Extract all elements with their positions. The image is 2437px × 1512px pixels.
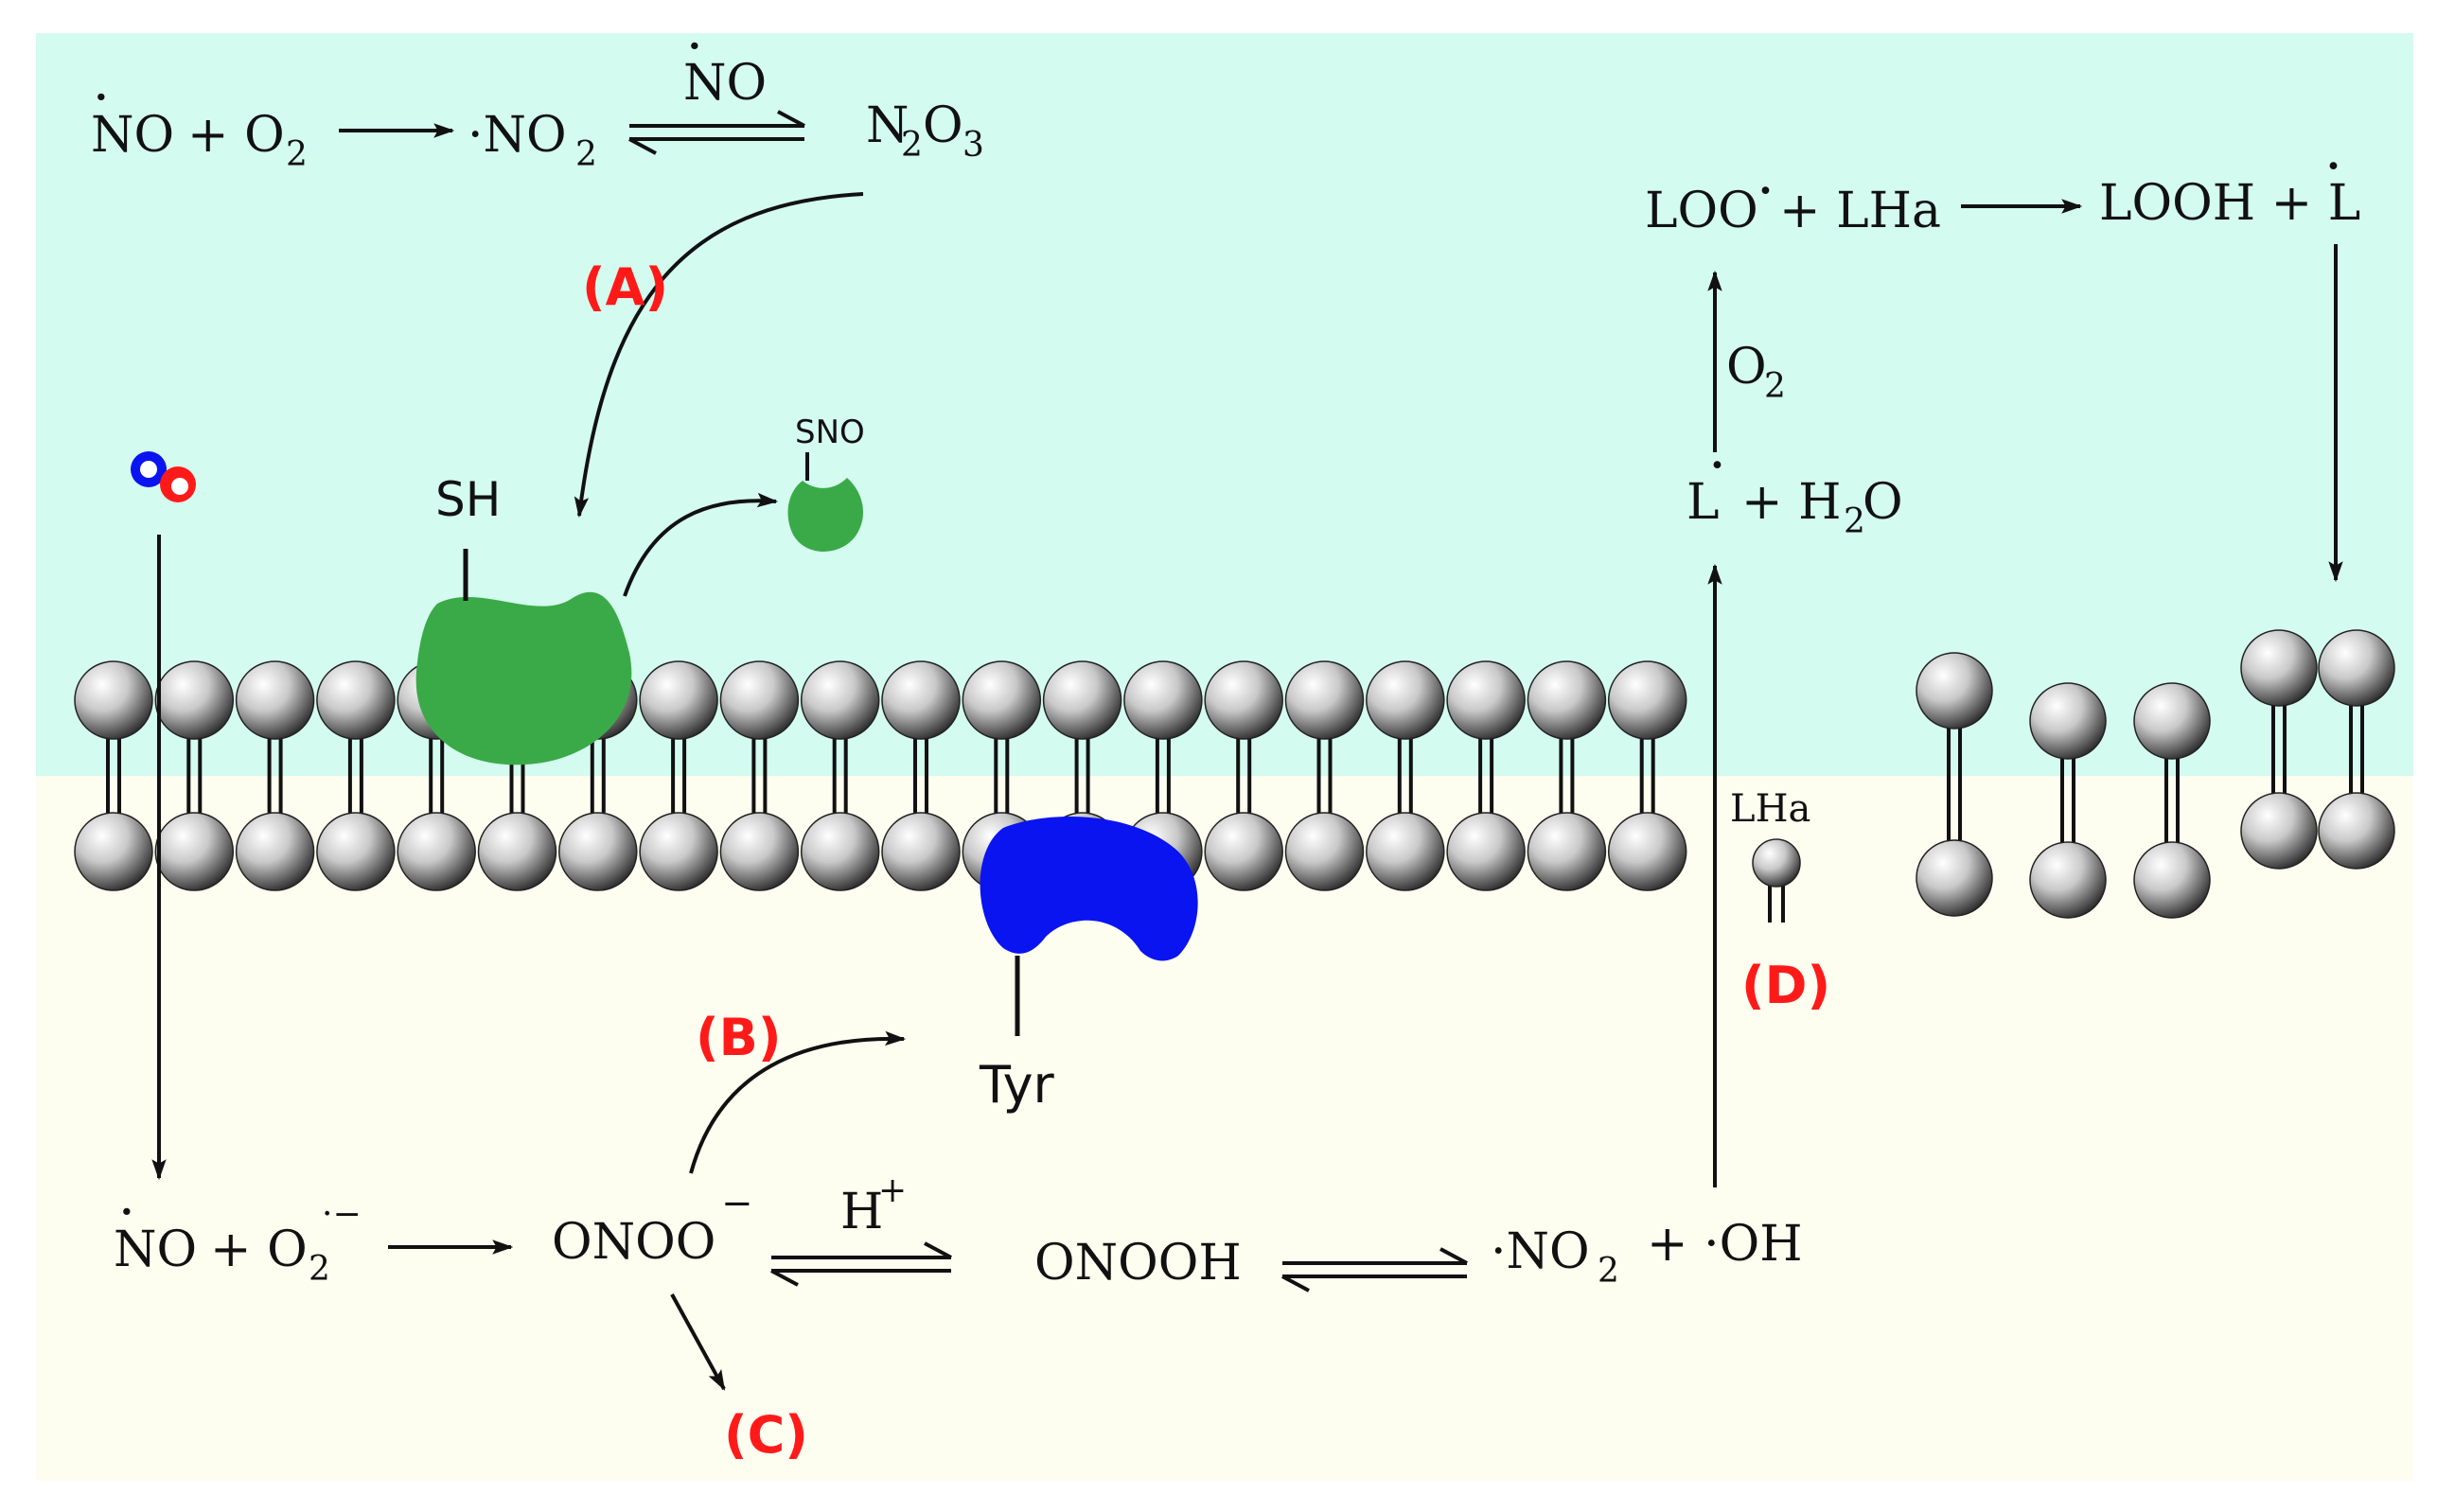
onoo-sup: − [721,1182,753,1225]
h2o-sub: 2 [1844,502,1865,541]
label-c: (C) [724,1405,808,1465]
arrow-c [670,1293,726,1391]
h-plus-sup: + [878,1171,907,1210]
phospholipid [154,660,235,891]
arrow-protein-to-sno [623,492,779,597]
looh: LOOH + L [2099,175,2360,232]
phospholipid [74,660,153,891]
equilibrium-onoo-onooh [770,1241,952,1287]
no-superoxide-molecule-icon [131,451,196,502]
plus-h2o: + H [1741,474,1841,531]
phospholipid [316,660,396,891]
bottom-o2-sub: 2 [309,1250,330,1289]
l-dot: · [1708,432,1726,499]
bottom-o2-sup: ·− [322,1195,362,1234]
phospholipid [639,660,718,891]
o2-label: O [1726,339,1767,396]
sh-label: SH [435,472,501,527]
top-no2-sub: 2 [575,135,597,174]
phospholipid [2318,629,2395,870]
l-radical: L [1686,474,1720,531]
label-b: (B) [696,1008,782,1067]
phospholipid [2240,629,2318,870]
top-no: NO [91,107,174,164]
n2o3-n: N [866,97,909,154]
o2-sub: 2 [1764,367,1786,406]
blue-protein-tyrosine [980,817,1198,1036]
loo: LOO [1645,183,1758,239]
green-protein-nitrosylated [787,452,864,553]
plus-lha: + LHa [1779,183,1941,239]
top-o2-sub: 2 [286,135,308,174]
green-protein-thiol [415,549,632,765]
bottom-plus-o2: + O [210,1222,308,1278]
n2o3-2: 2 [901,126,923,165]
lha-lipid-icon [1752,838,1801,923]
phospholipid [1446,660,1526,891]
phospholipid [1527,660,1607,891]
intracellular-region [36,776,2413,1481]
top-plus-o2: + O [187,107,285,164]
over-no-dot: · [686,16,703,78]
phospholipid [881,660,961,891]
label-a: (A) [582,257,668,317]
phospholipid [2133,682,2211,919]
equilibrium-no2-n2o3 [628,110,805,155]
onooh: ONOOH [1034,1235,1242,1292]
phospholipid [719,660,800,891]
arrow-b-nitration [689,1030,907,1174]
looh-dot: · [2324,133,2342,200]
sno-label: SNO [795,413,865,451]
h2o-o: O [1863,474,1903,531]
top-no2: ·NO [468,107,567,164]
bottom-no-dot: · [118,1182,135,1243]
n2o3-3: 3 [962,126,984,165]
tyr-label: Tyr [979,1055,1055,1115]
loo-dot: · [1757,158,1775,224]
label-d: (D) [1741,956,1830,1015]
arrow-a-nitrosation [574,192,864,519]
equilibrium-onooh-radicals [1281,1247,1468,1292]
phospholipid [235,660,315,891]
phospholipid [1284,660,1365,891]
phospholipid [1916,652,1993,917]
lha-small-label: LHa [1730,787,1810,831]
over-no: NO [683,55,767,112]
phospholipid [800,660,880,891]
bottom-no: NO [114,1222,197,1278]
h-plus: H [840,1184,883,1240]
phospholipid [1204,660,1283,891]
phospholipid [2029,682,2107,919]
bottom-no2: ·NO [1491,1223,1590,1280]
extracellular-region [36,33,2413,776]
plus-oh: + ·OH [1647,1216,1803,1273]
phospholipid [1607,660,1687,891]
top-no-dot: · [93,67,110,129]
n2o3-o: O [923,97,963,154]
oxidized-lipids [1916,629,2395,919]
onoo: ONOO [552,1214,715,1271]
bottom-no2-sub: 2 [1598,1252,1619,1291]
phospholipid [1366,660,1445,891]
